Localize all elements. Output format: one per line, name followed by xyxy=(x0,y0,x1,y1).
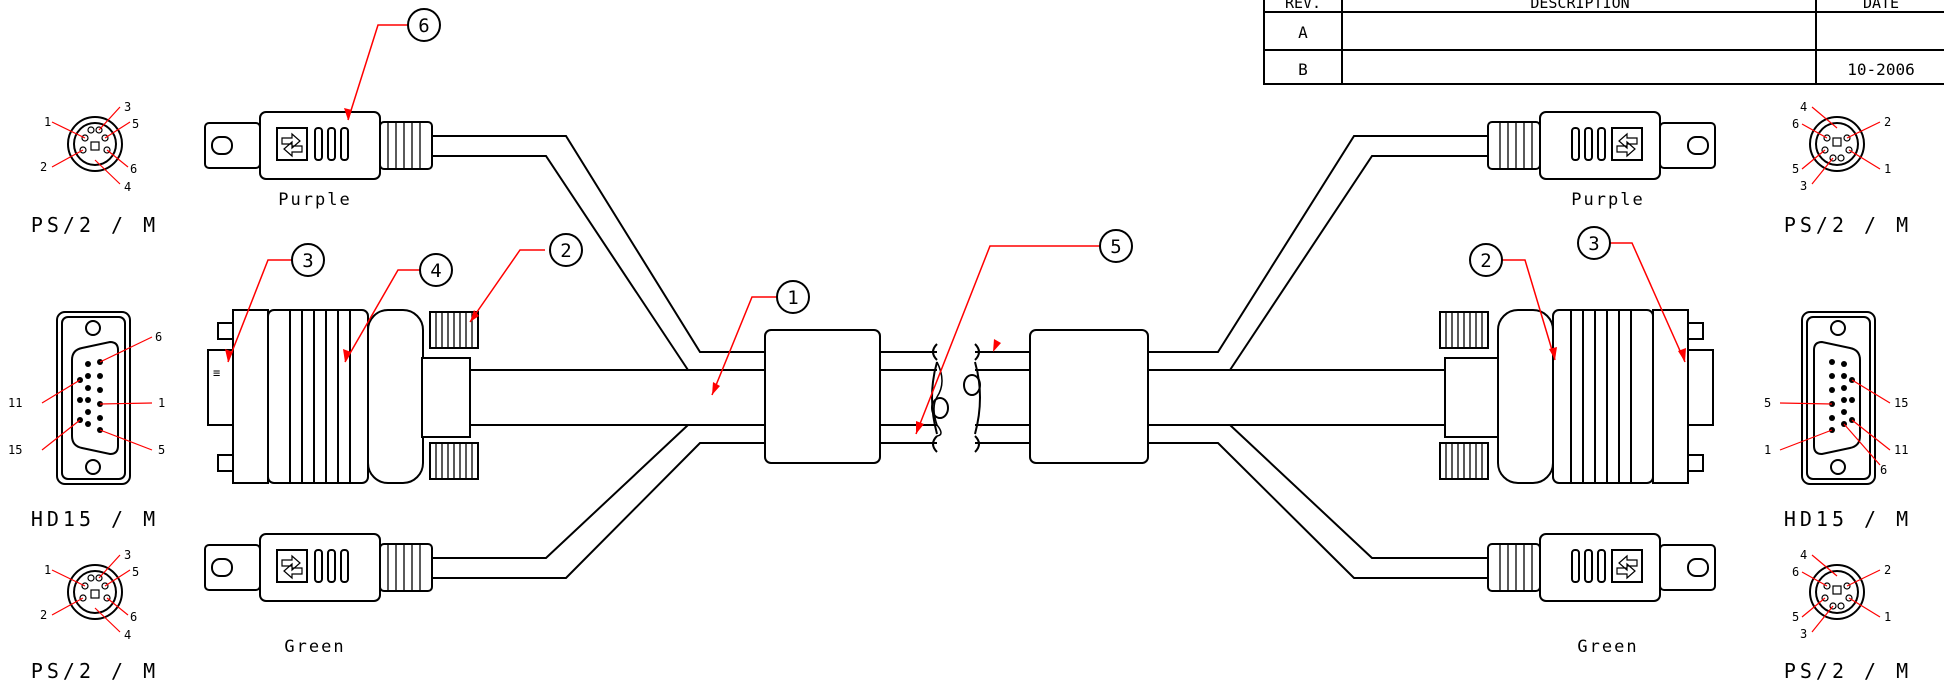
pin-label: 4 xyxy=(1800,100,1807,114)
pin-label: 15 xyxy=(1894,396,1908,410)
date-row-b: 10-2006 xyxy=(1847,60,1914,79)
left-hd15-title: HD15 / M xyxy=(31,507,159,531)
pin-label: 1 xyxy=(44,563,51,577)
description-header: DESCRIPTION xyxy=(1530,0,1629,12)
left-ps2-top-title: PS/2 / M xyxy=(31,213,159,237)
pin-label: 6 xyxy=(155,330,162,344)
callout-4: 4 xyxy=(430,260,441,282)
left-hd15-connector: ≡ xyxy=(207,309,479,484)
pin-label: 3 xyxy=(124,100,131,114)
date-header: DATE xyxy=(1863,0,1899,12)
pin-label: 5 xyxy=(158,443,165,457)
pin-label: 6 xyxy=(130,610,137,624)
pin-label: 6 xyxy=(1792,117,1799,131)
pin-label: 11 xyxy=(8,396,22,410)
callout-2-left: 2 xyxy=(560,240,571,262)
svg-text:≡: ≡ xyxy=(213,366,220,380)
ferrite-left xyxy=(764,329,881,464)
pin-label: 4 xyxy=(1800,548,1807,562)
right-hd15-connector xyxy=(1439,309,1714,484)
right-top-ps2-plug xyxy=(1487,111,1716,180)
pin-label: 3 xyxy=(1800,627,1807,641)
pin-label: 1 xyxy=(1764,443,1771,457)
callout-5: 5 xyxy=(1110,236,1121,258)
pin-label: 6 xyxy=(130,162,137,176)
right-top-ps2-face xyxy=(1801,106,1881,185)
pin-label: 6 xyxy=(1792,565,1799,579)
rev-row-a: A xyxy=(1298,23,1308,42)
pin-label: 2 xyxy=(1884,563,1891,577)
callout-3-left: 3 xyxy=(302,250,313,272)
pin-label: 5 xyxy=(1792,610,1799,624)
pin-label: 1 xyxy=(158,396,165,410)
pin-label: 5 xyxy=(132,117,139,131)
rev-header: REV. xyxy=(1285,0,1321,12)
pin-label: 5 xyxy=(1764,396,1771,410)
revision-table: REV. DESCRIPTION DATE A B 10-2006 xyxy=(1263,0,1944,85)
pin-label: 2 xyxy=(40,608,47,622)
pin-label: 2 xyxy=(40,160,47,174)
left-top-ps2-plug xyxy=(204,111,433,180)
left-bottom-ps2-face xyxy=(51,554,131,633)
pin-label: 5 xyxy=(132,565,139,579)
pin-label: 4 xyxy=(124,628,131,642)
callout-2-right: 2 xyxy=(1480,250,1491,272)
right-ps2-top-title: PS/2 / M xyxy=(1784,213,1912,237)
pin-label: 6 xyxy=(1880,463,1887,477)
left-bottom-ps2-plug xyxy=(204,533,433,602)
callout-3-right: 3 xyxy=(1588,233,1599,255)
cables xyxy=(432,135,1488,579)
pin-label: 3 xyxy=(124,548,131,562)
pin-label: 1 xyxy=(1884,162,1891,176)
right-hd15-title: HD15 / M xyxy=(1784,507,1912,531)
right-bottom-color-label: Green xyxy=(1577,637,1638,657)
left-hd15-face xyxy=(41,311,153,485)
callout-6: 6 xyxy=(418,15,429,37)
pin-label: 5 xyxy=(1792,162,1799,176)
callout-leaders xyxy=(227,24,1686,435)
pin-label: 2 xyxy=(1884,115,1891,129)
callout-1: 1 xyxy=(787,287,798,309)
right-top-color-label: Purple xyxy=(1571,190,1644,210)
pin-label: 15 xyxy=(8,443,22,457)
right-bottom-ps2-face xyxy=(1801,554,1881,633)
rev-row-b: B xyxy=(1298,60,1308,79)
pin-label: 3 xyxy=(1800,179,1807,193)
left-top-ps2-face xyxy=(51,106,131,185)
ferrite-right xyxy=(1029,329,1149,464)
left-top-color-label: Purple xyxy=(278,190,351,210)
pin-label: 1 xyxy=(1884,610,1891,624)
left-ps2-bottom-title: PS/2 / M xyxy=(31,659,159,683)
pin-label: 1 xyxy=(44,115,51,129)
pin-label: 11 xyxy=(1894,443,1908,457)
right-ps2-bottom-title: PS/2 / M xyxy=(1784,659,1912,683)
right-bottom-ps2-plug xyxy=(1487,533,1716,602)
left-bottom-color-label: Green xyxy=(284,637,345,657)
callout-bubbles xyxy=(291,8,1611,314)
pin-label: 4 xyxy=(124,180,131,194)
right-hd15-face xyxy=(1779,311,1891,485)
